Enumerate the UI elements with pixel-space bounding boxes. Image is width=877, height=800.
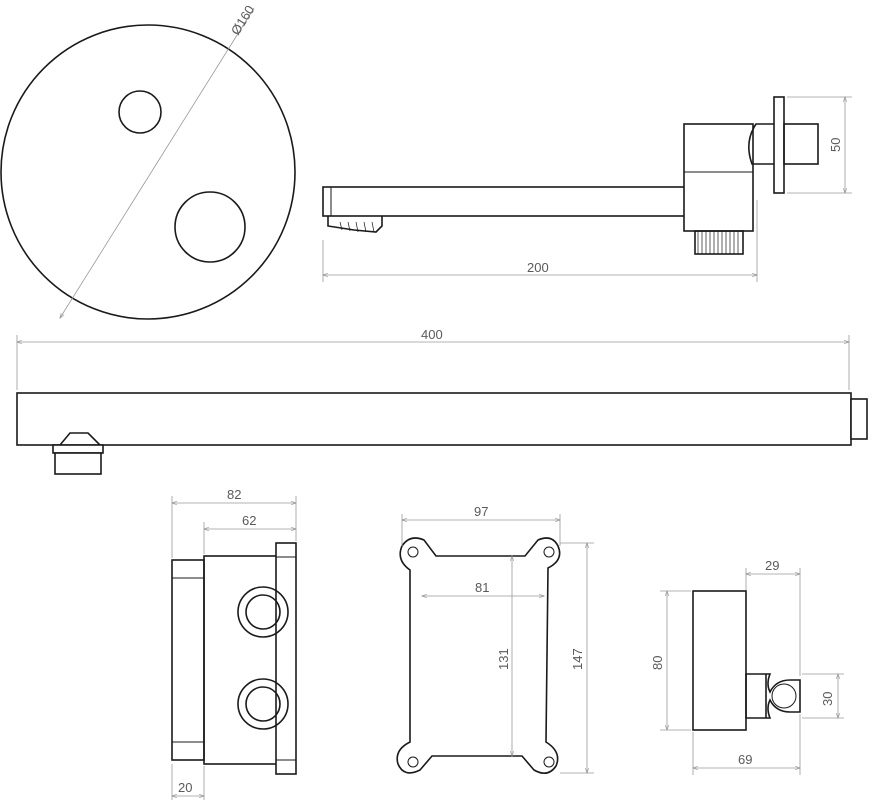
dim-holder-height: 80	[650, 656, 665, 670]
shower-holder: 29 80 30 69	[650, 558, 844, 775]
dim-flange-height: 50	[828, 138, 843, 152]
dim-holder-total-depth: 69	[738, 752, 752, 767]
dim-cover-diameter: Ø160	[228, 3, 258, 38]
dim-plate-inner-height: 131	[496, 648, 511, 670]
dim-arm-length: 400	[421, 327, 443, 342]
dim-box-inner: 62	[242, 513, 256, 528]
spout-side-view: 200 50	[322, 96, 852, 282]
concealed-mixer-box: 82 62 20	[171, 487, 297, 800]
dim-plate-inner-width: 81	[475, 580, 489, 595]
small-outlet-hole	[118, 90, 162, 134]
dim-spout-length: 200	[527, 260, 549, 275]
dim-box-outer: 82	[227, 487, 241, 502]
dim-plate-outer-width: 97	[474, 504, 488, 519]
dim-box-flange: 20	[178, 780, 192, 795]
dim-holder-depth: 29	[765, 558, 779, 573]
round-cover-plate: Ø160	[0, 3, 296, 320]
mounting-plate: 97 81 131 147	[396, 504, 594, 774]
large-handle-hole	[174, 191, 246, 263]
dim-holder-hook-height: 30	[820, 692, 835, 706]
dim-plate-outer-height: 147	[570, 648, 585, 670]
shower-arm: 400	[16, 327, 868, 475]
